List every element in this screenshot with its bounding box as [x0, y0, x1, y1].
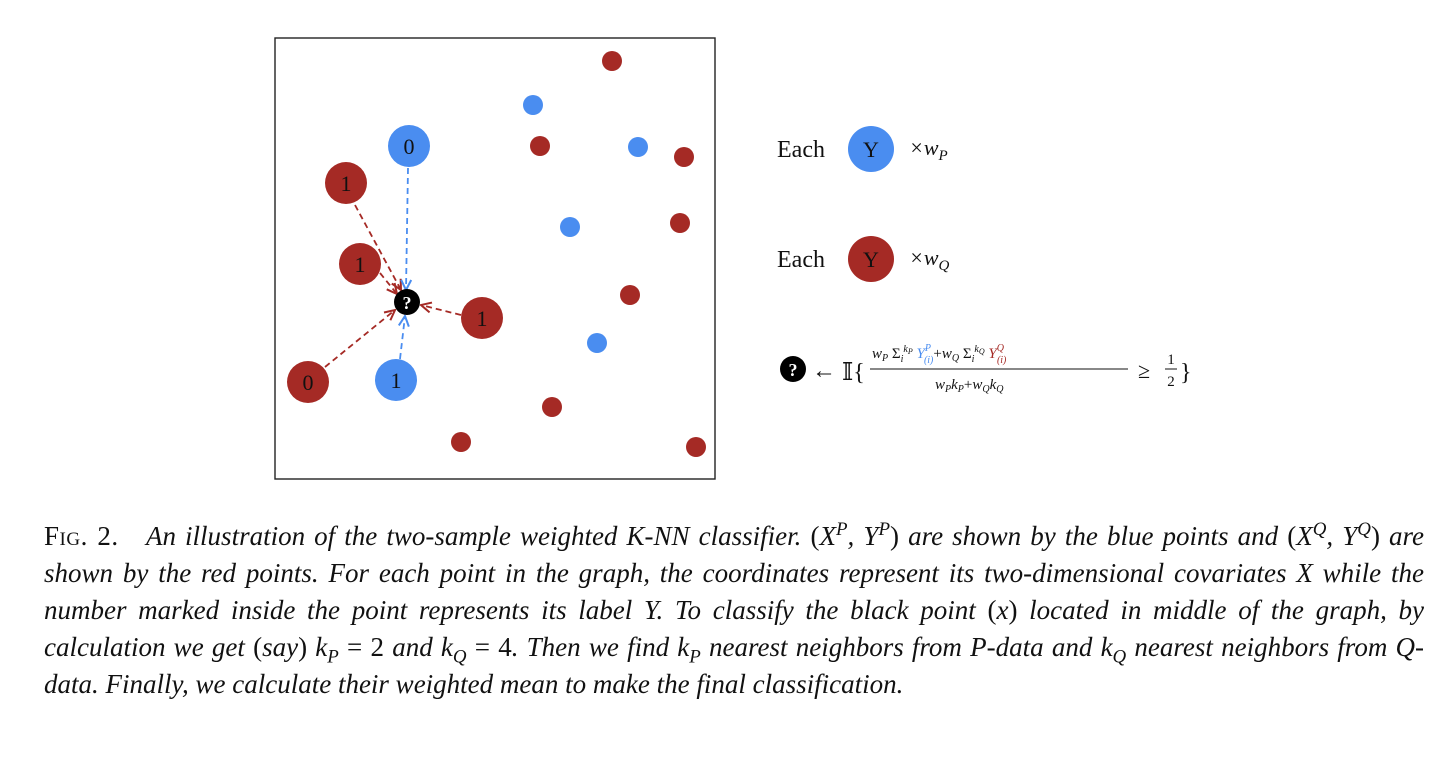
- blue-point: [628, 137, 648, 157]
- formula-indicator: 𝕀{: [842, 360, 865, 386]
- red-labeled-point: [287, 361, 329, 403]
- knn-illustration-figure: 0 1 1 1 1 0 ? Each Y ×wP Each Y ×wQ ? ← …: [274, 37, 1192, 480]
- classification-formula: ? ← 𝕀{ wP ΣikP YP(i)+wQ ΣikQ YQ(i) wPkP+…: [780, 343, 1192, 395]
- arrow-red-4: [324, 310, 395, 368]
- legend-red-point: [848, 236, 894, 282]
- red-labeled-point: [461, 297, 503, 339]
- blue-point: [587, 333, 607, 353]
- blue-point: [560, 217, 580, 237]
- query-point: ?: [394, 289, 420, 315]
- red-point-label: 1: [355, 252, 366, 277]
- red-point-label: 1: [477, 306, 488, 331]
- arrow-red-3: [421, 305, 462, 316]
- legend-weight-p: ×wP: [909, 135, 948, 164]
- unlabeled-points: [451, 51, 706, 457]
- formula-numerator: wP ΣikP YP(i)+wQ ΣikQ YQ(i): [872, 343, 1007, 366]
- plot-frame: [274, 37, 716, 480]
- formula-close-brace: }: [1180, 360, 1192, 386]
- legend-point-label: Y: [863, 137, 879, 162]
- red-point: [451, 432, 471, 452]
- red-point: [602, 51, 622, 71]
- legend-red: Each Y ×wQ: [777, 236, 950, 282]
- red-point: [670, 213, 690, 233]
- legend-blue: Each Y ×wP: [777, 126, 948, 172]
- formula-query-symbol: ?: [789, 360, 798, 380]
- formula-query-point: [780, 356, 806, 382]
- legend-blue-point: [848, 126, 894, 172]
- red-point: [674, 147, 694, 167]
- red-labeled-point: [325, 162, 367, 204]
- red-point: [542, 397, 562, 417]
- arrow-blue-1: [406, 167, 408, 290]
- legend-each-text: Each: [777, 137, 825, 163]
- red-point-label: 1: [341, 171, 352, 196]
- formula-denominator: wPkP+wQkQ: [935, 377, 1004, 395]
- caption-body: An illustration of the two-sample weight…: [44, 519, 1425, 699]
- formula-half-num: 1: [1167, 352, 1175, 368]
- legend-weight-q: ×wQ: [909, 245, 950, 274]
- caption-lead: An illustration of the two-sample weight…: [145, 521, 802, 551]
- labeled-red-points: 1 1 1 0: [287, 162, 503, 403]
- blue-point-label: 0: [404, 134, 415, 159]
- figure-label: Fig. 2.: [44, 521, 119, 551]
- formula-arrow: ←: [812, 358, 836, 384]
- formula-half-den: 2: [1167, 374, 1175, 390]
- neighbor-arrows: [324, 167, 462, 368]
- figure-caption: Fig. 2. An illustration of the two-sampl…: [44, 518, 1424, 703]
- red-point-label: 0: [303, 370, 314, 395]
- red-point: [530, 136, 550, 156]
- labeled-blue-points: 0 1: [375, 125, 430, 401]
- query-point-symbol: ?: [403, 293, 412, 313]
- formula-comparison: ≥: [1138, 358, 1150, 383]
- blue-labeled-point: [375, 359, 417, 401]
- arrow-red-2: [379, 272, 397, 294]
- legend-point-label: Y: [863, 247, 879, 272]
- blue-point-label: 1: [391, 368, 402, 393]
- query-point-circle: [394, 289, 420, 315]
- red-labeled-point: [339, 243, 381, 285]
- arrow-blue-2: [400, 316, 405, 360]
- arrow-red-1: [354, 204, 401, 290]
- blue-point: [523, 95, 543, 115]
- blue-labeled-point: [388, 125, 430, 167]
- legend-each-text: Each: [777, 247, 825, 273]
- red-point: [620, 285, 640, 305]
- red-point: [686, 437, 706, 457]
